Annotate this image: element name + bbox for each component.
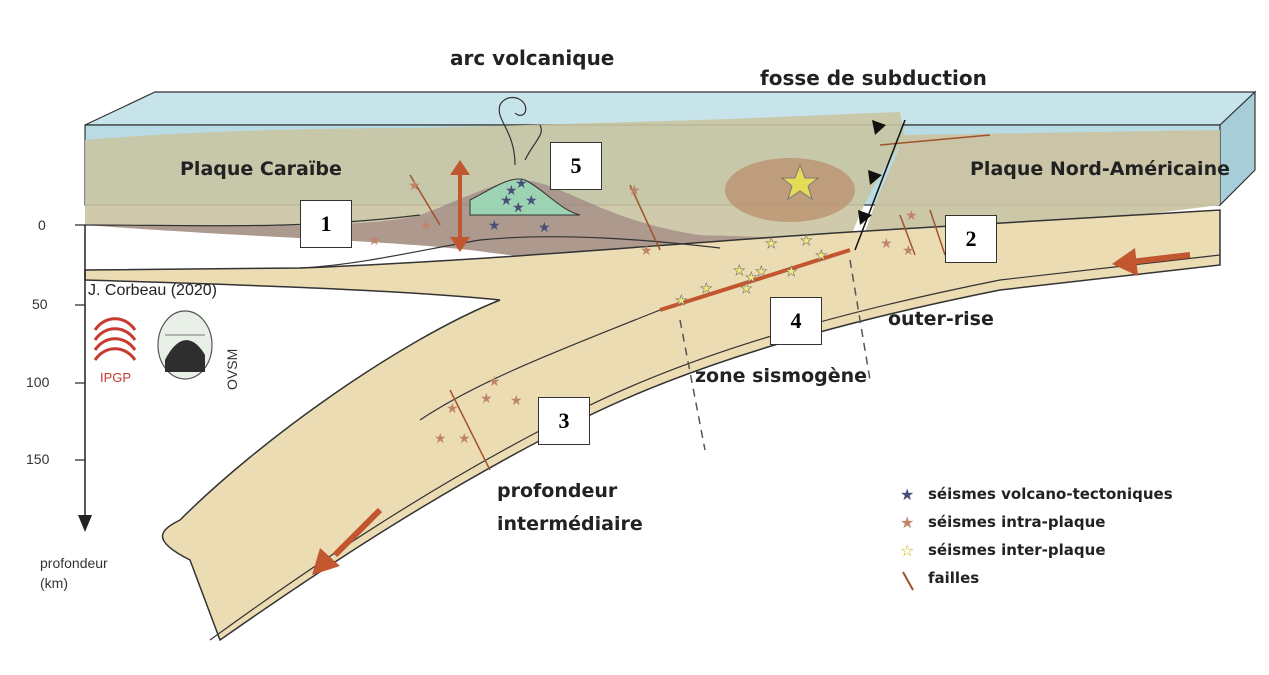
ovsm-logo-text: OVSM xyxy=(224,349,240,390)
seismogenic-zone-label: zone sismogène xyxy=(695,365,867,387)
depth-tick-150: 150 xyxy=(26,451,49,467)
svg-text:★: ★ xyxy=(515,176,528,192)
credit-text: J. Corbeau (2020) xyxy=(88,282,217,300)
svg-text:★: ★ xyxy=(538,220,551,236)
svg-text:★: ★ xyxy=(785,264,798,280)
depth-axis-arrow xyxy=(78,515,92,532)
legend-label: séismes intra-plaque xyxy=(928,513,1105,531)
svg-text:★: ★ xyxy=(488,374,501,390)
box-3: 3 xyxy=(538,397,590,445)
svg-text:★: ★ xyxy=(815,248,828,264)
svg-text:★: ★ xyxy=(628,183,641,199)
legend-item: séismes intra-plaque xyxy=(900,508,1173,536)
depth-tick-100: 100 xyxy=(26,374,49,390)
svg-text:★: ★ xyxy=(510,393,523,409)
svg-text:★: ★ xyxy=(525,193,538,209)
box-4: 4 xyxy=(770,297,822,345)
legend-label: séismes volcano-tectoniques xyxy=(928,485,1173,503)
svg-text:★: ★ xyxy=(446,401,459,417)
svg-text:★: ★ xyxy=(434,431,447,447)
ovsm-logo xyxy=(158,311,212,379)
legend: séismes volcano-tectoniques séismes intr… xyxy=(900,480,1173,592)
svg-text:★: ★ xyxy=(905,208,918,224)
svg-text:★: ★ xyxy=(740,281,753,297)
outer-rise-label: outer-rise xyxy=(888,308,994,330)
svg-text:★: ★ xyxy=(800,233,813,249)
box-1: 1 xyxy=(300,200,352,248)
rupture-zone xyxy=(725,158,855,222)
svg-text:★: ★ xyxy=(488,218,501,234)
ipgp-logo xyxy=(95,319,135,360)
svg-text:★: ★ xyxy=(902,243,915,259)
depth-tick-0: 0 xyxy=(38,217,46,233)
arc-volcanic-label: arc volcanique xyxy=(450,46,614,70)
svg-text:★: ★ xyxy=(420,218,433,234)
caribbean-plate-label: Plaque Caraïbe xyxy=(180,158,342,180)
north-american-plate-label: Plaque Nord-Américaine xyxy=(970,158,1230,180)
svg-text:★: ★ xyxy=(408,178,421,194)
legend-label: séismes inter-plaque xyxy=(928,541,1106,559)
ocean-surface xyxy=(85,92,1255,125)
svg-text:★: ★ xyxy=(458,431,471,447)
intermediate-depth-label-2: intermédiaire xyxy=(497,513,643,535)
legend-item: failles xyxy=(900,564,1173,592)
trench-label: fosse de subduction xyxy=(760,66,987,90)
svg-text:★: ★ xyxy=(675,293,688,309)
legend-item: séismes inter-plaque xyxy=(900,536,1173,564)
depth-axis-ticks xyxy=(75,225,85,460)
svg-text:★: ★ xyxy=(700,281,713,297)
svg-text:★: ★ xyxy=(640,243,653,259)
svg-text:★: ★ xyxy=(500,193,513,209)
svg-text:★: ★ xyxy=(880,236,893,252)
svg-text:★: ★ xyxy=(480,391,493,407)
depth-axis-label-1: profondeur xyxy=(40,555,108,571)
depth-axis-label-2: (km) xyxy=(40,575,68,591)
svg-text:★: ★ xyxy=(512,200,525,216)
ipgp-logo-text: IPGP xyxy=(100,370,131,385)
box-5: 5 xyxy=(550,142,602,190)
depth-tick-50: 50 xyxy=(32,296,48,312)
legend-item: séismes volcano-tectoniques xyxy=(900,480,1173,508)
svg-text:★: ★ xyxy=(368,233,381,249)
box-2: 2 xyxy=(945,215,997,263)
legend-label: failles xyxy=(928,569,979,587)
svg-text:★: ★ xyxy=(765,236,778,252)
svg-text:★: ★ xyxy=(755,264,768,280)
intermediate-depth-label-1: profondeur xyxy=(497,480,618,502)
svg-text:★: ★ xyxy=(733,263,746,279)
